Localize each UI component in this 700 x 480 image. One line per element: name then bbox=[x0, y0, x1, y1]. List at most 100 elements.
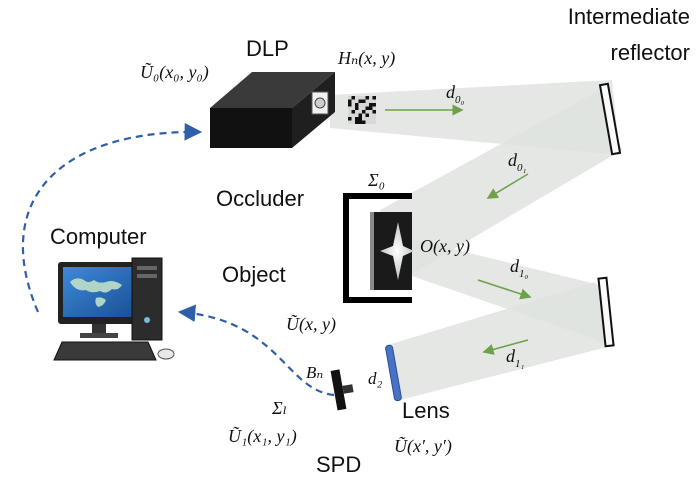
dlp-front-face bbox=[210, 108, 292, 148]
pattern-cell bbox=[358, 110, 362, 114]
pattern-cell bbox=[372, 96, 376, 100]
u-field-label: Ũ(x, y) bbox=[286, 314, 336, 335]
pattern-cell bbox=[358, 103, 362, 107]
arrow-d10 bbox=[477, 279, 532, 300]
pattern-cell bbox=[372, 106, 376, 110]
keyboard bbox=[53, 341, 157, 361]
pattern-cell bbox=[348, 117, 352, 121]
object-field-label: O(x, y) bbox=[420, 236, 470, 257]
pattern-cell bbox=[351, 113, 355, 117]
arrow-d01 bbox=[486, 173, 529, 199]
monitor-base bbox=[80, 333, 118, 338]
reflector-label: reflector bbox=[611, 40, 690, 65]
u1-field-label: Ũ₁(x₁, y₁) bbox=[228, 426, 297, 447]
tower-power-button bbox=[144, 317, 150, 323]
occluder-label: Occluder bbox=[216, 186, 304, 211]
pattern-cell bbox=[365, 99, 369, 103]
pattern-cell bbox=[372, 117, 376, 121]
intermediate-label: Intermediate bbox=[568, 4, 690, 29]
pattern-cell bbox=[348, 106, 352, 110]
pattern-cell bbox=[362, 99, 366, 103]
pattern-cell bbox=[355, 103, 359, 107]
link-computer-to-dlp bbox=[21, 122, 203, 313]
spd-mount bbox=[342, 384, 354, 394]
pattern-cell bbox=[365, 103, 369, 107]
pattern-cell bbox=[365, 110, 369, 114]
pattern-cell bbox=[355, 120, 359, 124]
pattern-cell bbox=[348, 120, 352, 124]
pattern-cell bbox=[365, 120, 369, 124]
dlp-projector bbox=[210, 72, 335, 148]
hadamard-pattern-icon bbox=[348, 96, 376, 124]
pattern-cell bbox=[351, 110, 355, 114]
pattern-cell bbox=[358, 99, 362, 103]
pattern-cell bbox=[362, 106, 366, 110]
dlp-lens bbox=[314, 97, 326, 109]
beam-reflector-to-object bbox=[380, 90, 622, 275]
object-panel bbox=[370, 212, 414, 290]
pattern-cell bbox=[362, 113, 366, 117]
pattern-cell bbox=[365, 106, 369, 110]
occluder-frame bbox=[343, 193, 412, 303]
pattern-cell bbox=[369, 120, 373, 124]
pattern-cell bbox=[355, 110, 359, 114]
u-prime-field-label: Ũ(x′, y′) bbox=[394, 436, 452, 457]
pattern-cell bbox=[372, 113, 376, 117]
pattern-cell bbox=[351, 106, 355, 110]
pattern-cell bbox=[358, 113, 362, 117]
monitor-screen bbox=[63, 267, 135, 317]
link-spd-to-computer bbox=[177, 304, 335, 397]
dlp-label: DLP bbox=[246, 36, 289, 61]
pattern-cell bbox=[351, 117, 355, 121]
pattern-cell bbox=[365, 96, 369, 100]
object-label: Object bbox=[222, 262, 286, 287]
light-beams bbox=[330, 80, 622, 400]
pattern-cell bbox=[355, 117, 359, 121]
d2-label: d₂ bbox=[368, 369, 383, 388]
spd-body bbox=[330, 369, 347, 411]
beam-second-reflector-to-lens bbox=[388, 282, 615, 400]
tower-drive-bay bbox=[137, 266, 157, 270]
u0-field-label: Ũ₀(x₀, y₀) bbox=[140, 62, 209, 83]
d01-label: d0₁ bbox=[508, 150, 527, 174]
pattern-cell bbox=[348, 113, 352, 117]
pattern-cell bbox=[369, 96, 373, 100]
pattern-cell bbox=[369, 117, 373, 121]
pattern-cell bbox=[351, 96, 355, 100]
pattern-cell bbox=[362, 96, 366, 100]
pattern-cell bbox=[362, 117, 366, 121]
pattern-cell bbox=[358, 117, 362, 121]
pattern-cell bbox=[372, 99, 376, 103]
pattern-cell bbox=[372, 120, 376, 124]
hn-pattern-label: Hₙ(x, y) bbox=[337, 48, 395, 69]
single-pixel-detector bbox=[330, 369, 354, 411]
pattern-cell bbox=[358, 120, 362, 124]
object-star-icon bbox=[380, 222, 414, 280]
sigma-l-label: Σₗ bbox=[271, 398, 287, 418]
d10-label: d1₀ bbox=[510, 256, 529, 280]
propagation-arrows bbox=[385, 104, 532, 355]
pattern-cell bbox=[358, 106, 362, 110]
object-plate-edge bbox=[370, 212, 374, 290]
monitor-stand bbox=[92, 324, 106, 334]
computer-icon bbox=[53, 257, 175, 361]
pattern-cell bbox=[362, 103, 366, 107]
pattern-cell bbox=[372, 110, 376, 114]
pattern-cell bbox=[369, 103, 373, 107]
pattern-cell bbox=[348, 110, 352, 114]
pattern-cell bbox=[351, 103, 355, 107]
pattern-cell bbox=[369, 110, 373, 114]
pattern-cell bbox=[348, 96, 352, 100]
lens-element bbox=[385, 344, 402, 402]
pattern-cell bbox=[358, 96, 362, 100]
pattern-cell bbox=[351, 99, 355, 103]
pattern-cell bbox=[369, 113, 373, 117]
mouse bbox=[157, 348, 175, 360]
bn-label: Bₙ bbox=[306, 363, 323, 382]
pattern-cell bbox=[348, 103, 352, 107]
pc-tower bbox=[131, 257, 163, 341]
d11-label: d1₁ bbox=[506, 346, 525, 370]
arrow-d11 bbox=[482, 339, 529, 355]
d00-label: d0₀ bbox=[446, 82, 465, 106]
